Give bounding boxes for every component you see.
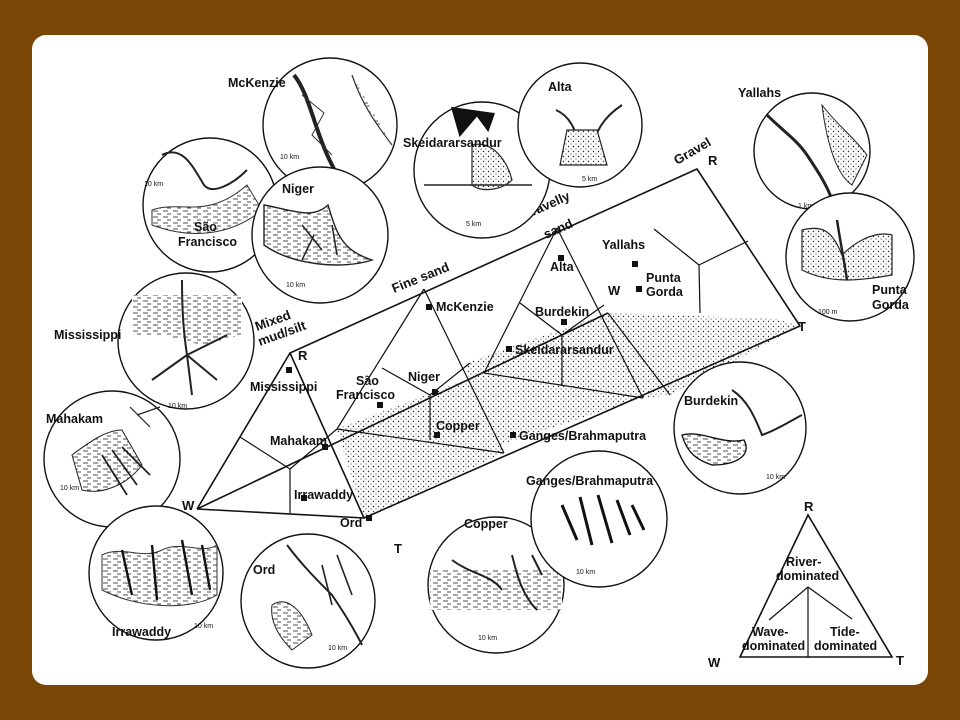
point-label-burdekin: Burdekin [535,305,589,319]
map-inset-punta-gorda: 100 m Punta Gorda [785,192,915,322]
corner-w-4: W [608,283,621,298]
map-label-gorda: Gorda [872,298,910,312]
scale-skeidararsandur: 5 km [466,221,481,228]
map-label-sao: São [194,220,217,234]
legend-river-1: River- [786,555,821,569]
scale-burdekin: 10 km [766,474,785,481]
point-label-ganges: Ganges/Brahmaputra [519,429,647,443]
scale-niger: 10 km [286,282,305,289]
corner-r-4: R [708,153,718,168]
diagram-frame: Mixed mud/silt Fine sand Gravelly sand G… [32,35,928,685]
point-label-yallahs: Yallahs [602,238,645,252]
point-label-gorda: Gorda [646,285,684,299]
corner-t-4: T [798,319,806,334]
corner-labels: R W T W R T [182,153,806,556]
delta-classification-diagram: Mixed mud/silt Fine sand Gravelly sand G… [43,57,915,670]
scale-ganges: 10 km [576,569,595,576]
map-label-mahakam: Mahakam [46,412,103,426]
point-label-mississippi: Mississippi [250,380,317,394]
scale-irrawaddy: 10 km [194,623,213,630]
triangle-gravel [607,228,749,396]
triangle-mixed-mud [239,428,338,513]
corner-w-1: W [182,498,195,513]
map-label-burdekin: Burdekin [684,394,738,408]
map-label-irrawaddy: Irrawaddy [112,625,171,639]
legend-w: W [708,655,721,670]
map-inset-ord: 10 km [240,533,376,669]
map-label-punta: Punta [872,283,908,297]
delta-markers [286,255,642,521]
scale-mahakam: 10 km [60,485,79,492]
point-label-sao: São [356,374,379,388]
map-label-copper: Copper [464,517,508,531]
scale-punta-gorda: 100 m [818,309,838,316]
map-label-alta: Alta [548,80,573,94]
legend-river-2: dominated [776,569,839,583]
triangle-gravelly-sand [483,227,644,399]
point-label-mckenzie: McKenzie [436,300,494,314]
map-label-skeidararsandur: Skeidararsandur [403,136,502,150]
legend-tide-2: dominated [814,639,877,653]
scale-mckenzie: 10 km [280,154,299,161]
legend-t: T [896,653,904,668]
point-label-irrawaddy: Irrawaddy [294,488,353,502]
legend-wave-1: Wave- [752,625,788,639]
map-inset-skeidararsandur: 5 km [413,101,551,239]
corner-t-1: T [394,541,402,556]
label-fine-sand: Fine sand [390,259,452,296]
legend: R W T River- dominated Wave- dominated T… [708,499,904,670]
corner-r-1: R [298,348,308,363]
map-inset-yallahs: 1 km [753,92,871,210]
map-label-francisco: Francisco [178,235,237,249]
point-label-skeidararsandur: Skeidararsandur [515,343,614,357]
legend-tide-1: Tide- [830,625,860,639]
map-inset-copper: 10 km [427,516,565,654]
map-inset-irrawaddy: 10 km [88,505,224,641]
label-sand: sand [541,216,575,242]
map-inset-burdekin: 10 km [673,361,807,495]
map-inset-ganges: 10 km [530,450,668,588]
map-label-ord: Ord [253,563,275,577]
map-label-niger: Niger [282,182,314,196]
delta-point-labels: Mississippi Mahakam Irrawaddy Ord São Fr… [250,238,684,530]
scale-sao-francisco: 10 km [144,181,163,188]
point-label-copper: Copper [436,419,480,433]
scale-mississippi: 10 km [168,403,187,410]
legend-r: R [804,499,814,514]
map-inset-alta: 5 km [517,62,643,188]
legend-wave-2: dominated [742,639,805,653]
map-label-ganges: Ganges/Brahmaputra [526,474,654,488]
map-inset-mississippi: 10 km [117,272,255,410]
map-label-mississippi: Mississippi [54,328,121,342]
point-label-francisco: Francisco [336,388,395,402]
scale-ord: 10 km [328,645,347,652]
point-label-alta: Alta [550,260,575,274]
map-inset-sao-francisco: 10 km São Francisco [142,137,278,273]
map-inset-niger: Niger 10 km [251,166,389,304]
point-label-mahakam: Mahakam [270,434,327,448]
map-label-yallahs: Yallahs [738,86,781,100]
prism-outline [196,168,801,519]
map-label-mckenzie: McKenzie [228,76,286,90]
scale-yallahs: 1 km [798,203,813,210]
point-label-niger: Niger [408,370,440,384]
point-label-punta: Punta [646,271,682,285]
scale-alta: 5 km [582,176,597,183]
point-label-ord: Ord [340,516,362,530]
scale-copper: 10 km [478,635,497,642]
